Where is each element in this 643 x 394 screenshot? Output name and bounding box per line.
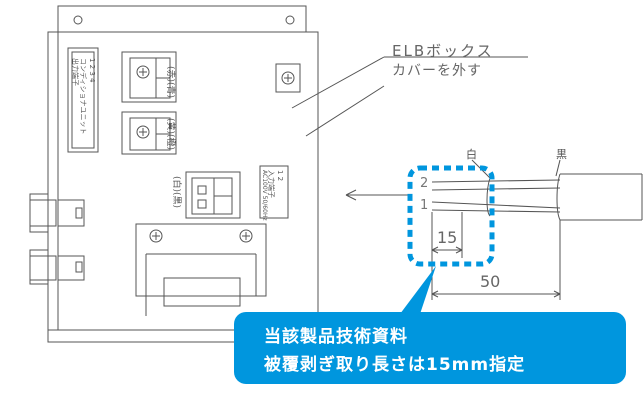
callout-message: 被覆剥ぎ取り長さは15mm指定 <box>264 355 526 375</box>
ground-terminal <box>275 63 301 93</box>
left-terminal-numbers: 1 2 3 4 <box>88 58 96 83</box>
terminal-middle-colors: (黄)(橙) <box>165 118 175 151</box>
input-terminal-block <box>259 165 289 219</box>
callout-box: 当該製品技術資料 被覆剥ぎ取り長さは15mm指定 <box>234 312 626 384</box>
mounting-hole-left <box>73 15 83 25</box>
mounting-hole-right <box>285 15 295 25</box>
terminal-top <box>121 51 177 103</box>
callout-pointer <box>400 266 436 314</box>
clip-lower <box>29 249 85 285</box>
elb-box-instruction: カバーを外す <box>392 63 482 79</box>
wire-number-1: 1 <box>420 198 429 213</box>
small-terminal-text: AC100V 50/60Hz <box>261 170 268 221</box>
breaker-frame <box>135 223 267 316</box>
wire-detail <box>431 159 643 221</box>
elb-box-title: ELBボックス <box>392 42 494 60</box>
elb-leader <box>291 56 528 137</box>
terminal-bottom <box>185 171 241 219</box>
terminal-bottom-colors: (白)(黒) <box>171 176 181 209</box>
mounting-plate <box>57 5 307 33</box>
main-panel <box>47 31 319 343</box>
black-wire-label: 黒 <box>556 148 567 161</box>
strip-length-value: 15 <box>437 228 458 247</box>
dimension-15 <box>431 212 463 258</box>
total-length-value: 50 <box>480 272 501 291</box>
white-wire-label: 白 <box>466 148 477 161</box>
terminal-top-colors: (赤)(青) <box>165 66 175 99</box>
highlight-box <box>407 165 495 267</box>
output-terminal-block <box>67 47 99 153</box>
callout-title: 当該製品技術資料 <box>264 327 408 347</box>
clip-upper <box>29 193 85 233</box>
wire-number-2: 2 <box>420 176 429 191</box>
left-terminal-sub: 出力端子 <box>71 58 79 86</box>
small-terminal-numbers: 1 2 <box>276 170 284 182</box>
terminal-middle <box>121 111 177 155</box>
